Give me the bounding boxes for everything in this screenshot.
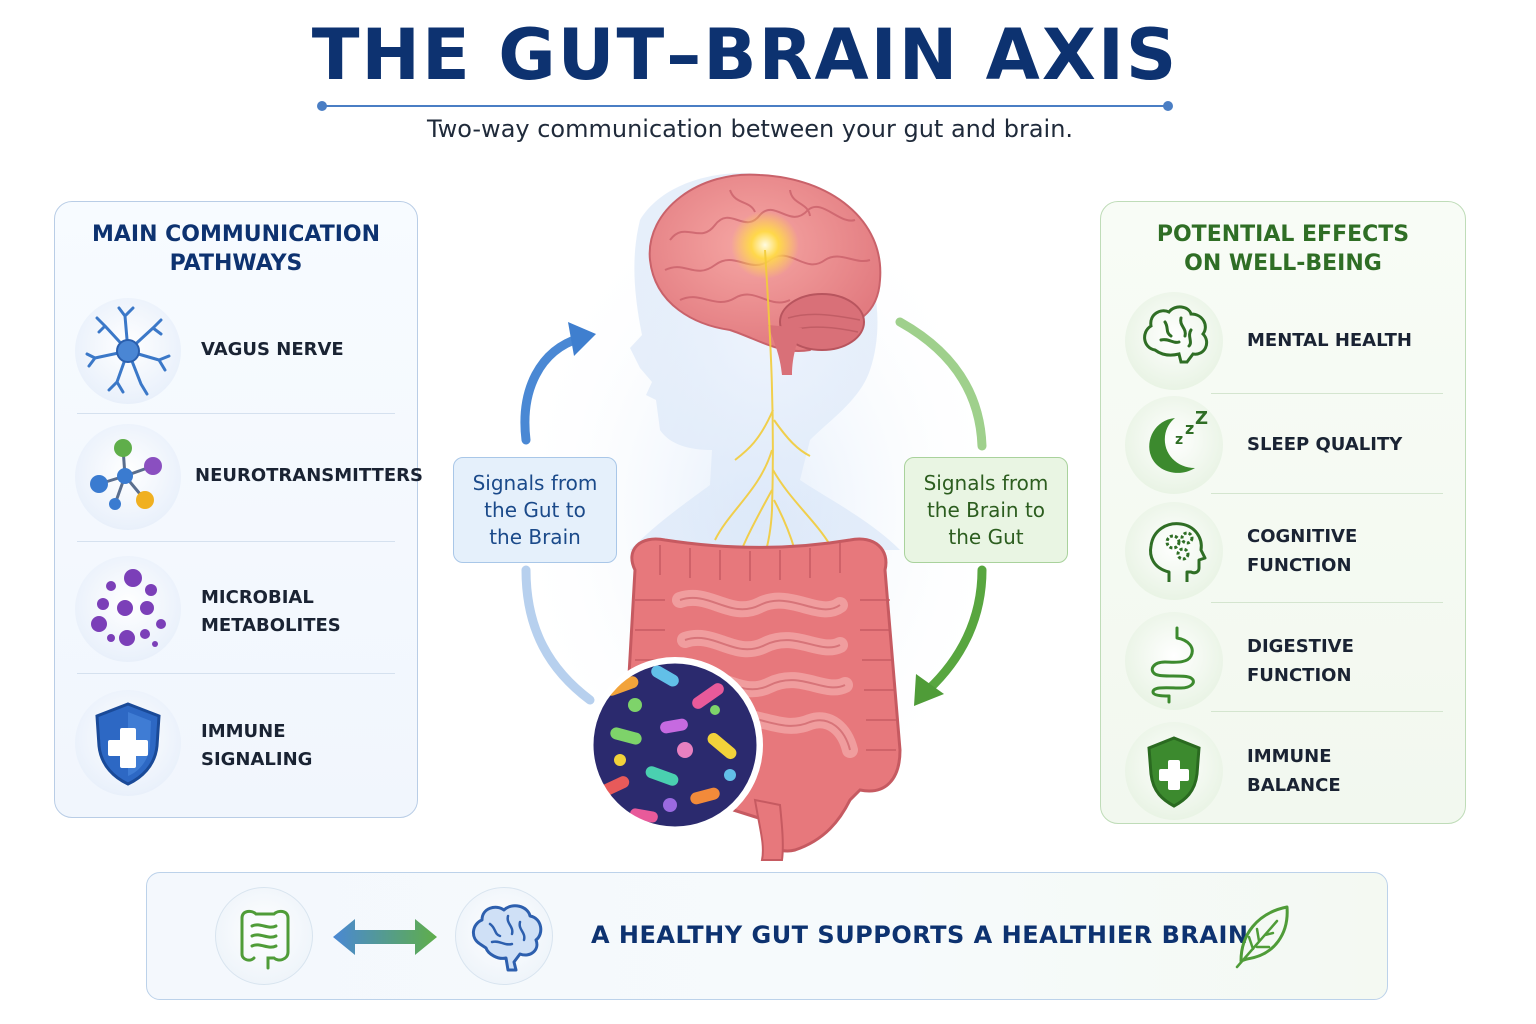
title-divider [317, 101, 1173, 111]
double-arrow-icon [333, 919, 437, 955]
neuron-icon [75, 298, 181, 404]
intestine-icon [215, 887, 313, 985]
healthy-gut-banner: A HEALTHY GUT SUPPORTS A HEALTHIER BRAIN [146, 872, 1388, 1000]
pathway-label: IMMUNE SIGNALING [201, 721, 313, 770]
pathway-neurotransmitters: NEUROTRANSMITTERS [73, 422, 423, 542]
effect-divider [1211, 602, 1443, 603]
brain-illustration [648, 173, 882, 375]
communication-pathways-panel: MAIN COMMUNICATION PATHWAYS VAGUS NERVE [54, 201, 423, 818]
pathway-vagus-nerve: VAGUS NERVE [73, 296, 399, 416]
pathway-label: NEUROTRANSMITTERS [195, 465, 423, 486]
pathway-label: MICROBIAL METABOLITES [201, 587, 341, 636]
pathways-panel-title: MAIN COMMUNICATION PATHWAYS [91, 222, 381, 276]
effect-label-mental-health: MENTAL HEALTH [1247, 330, 1412, 351]
effect-divider [1211, 393, 1443, 394]
pathway-immune-signaling: IMMUNE SIGNALING [73, 688, 399, 808]
svg-text:z: z [1175, 432, 1183, 448]
banner-message: A HEALTHY GUT SUPPORTS A HEALTHIER BRAIN [591, 921, 1249, 949]
svg-text:Z: Z [1195, 408, 1208, 429]
page-subtitle: Two-way communication between your gut a… [426, 115, 1074, 143]
effect-divider [1211, 493, 1443, 494]
effect-label-digestive-function: DIGESTIVE FUNCTION [1247, 636, 1354, 686]
gut-brain-illustration [510, 170, 1010, 861]
pathway-divider [77, 541, 395, 542]
head-gears-icon [1125, 502, 1223, 600]
shield-plus-icon [75, 690, 181, 796]
pathway-divider [77, 413, 395, 414]
brain-to-gut-arrow [895, 317, 987, 706]
moon-zzz-icon: z z Z [1125, 396, 1223, 494]
leaf-icon [1235, 905, 1289, 969]
effects-panel-title: POTENTIAL EFFECTS ON WELL-BEING [1156, 222, 1410, 276]
effect-label-immune-balance: IMMUNE BALANCE [1247, 746, 1341, 796]
microbiome-closeup [587, 657, 763, 833]
stomach-icon [1125, 612, 1223, 710]
pathway-divider [77, 673, 395, 674]
pathway-microbial-metabolites: MICROBIAL METABOLITES [73, 554, 399, 674]
molecule-icon [75, 424, 181, 530]
page-title: THE GUT–BRAIN AXIS [311, 14, 1179, 96]
pathway-label: VAGUS NERVE [201, 339, 344, 360]
effect-divider [1211, 711, 1443, 712]
svg-text:z: z [1185, 419, 1194, 438]
effect-label-sleep-quality: SLEEP QUALITY [1247, 434, 1403, 455]
well-being-effects-panel: POTENTIAL EFFECTS ON WELL-BEING MENTAL H… [1100, 201, 1466, 824]
brain-icon [455, 887, 553, 985]
gut-to-brain-arrow [520, 322, 596, 705]
shield-plus-icon [1125, 722, 1223, 820]
brain-to-gut-label: Signals from the Brain to the Gut [904, 457, 1068, 563]
effect-label-cognitive-function: COGNITIVE FUNCTION [1247, 526, 1358, 576]
brain-icon [1125, 292, 1223, 390]
metabolite-dots-icon [75, 556, 181, 662]
gut-to-brain-label: Signals from the Gut to the Brain [453, 457, 617, 563]
